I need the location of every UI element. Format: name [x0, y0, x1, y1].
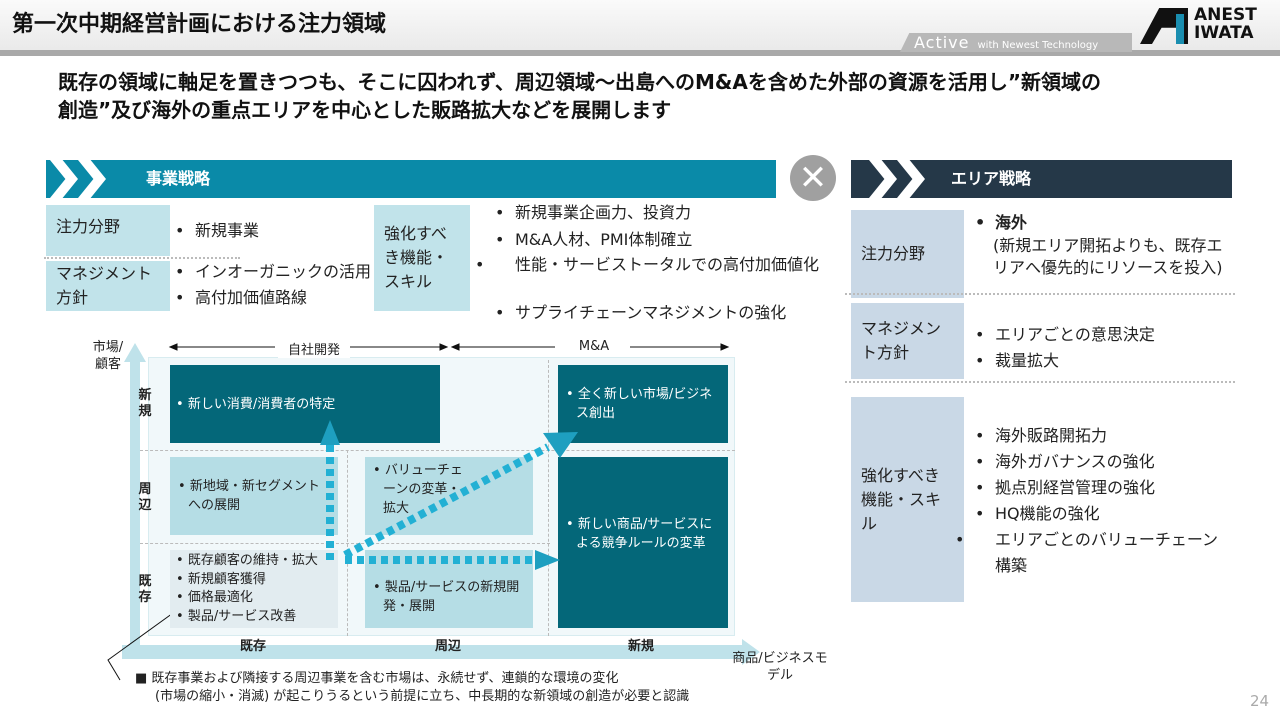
col-label-existing: 既存 [240, 639, 267, 654]
tagline-brand: Active [914, 33, 970, 52]
area-skill-item: エリアごとのバリューチェーン構築 [975, 527, 1225, 579]
top-right-label: M&A [560, 339, 628, 354]
col-label-new: 新規 [628, 639, 655, 654]
arrow-up-head [320, 420, 340, 445]
divider [44, 257, 240, 259]
divider [845, 381, 1235, 383]
footnote: ■ 既存事業および隣接する周辺事業を含む市場は、永続せず、連鎖的な環境の変化 (… [135, 670, 689, 706]
cell-existing-existing: • 既存顧客の維持・拡大 • 新規顧客獲得 • 価格最適化 • 製品/サービス改… [170, 550, 338, 628]
divider [845, 293, 1235, 295]
area-strategy-banner: エリア戦略 [851, 160, 1232, 198]
cell-adjacent-new: • 新しい商品/サービスによる競争ルールの変革 [558, 457, 728, 628]
business-skill-item: M&A人材、PMI体制確立 [495, 227, 692, 253]
footnote-line: (市場の縮小・消滅) が起こりうるという前提に立ち、中長期的な新領域の創造が必要… [155, 689, 690, 704]
business-skill-item: 性能・サービストータルでの高付加価値化 [495, 253, 825, 276]
area-skill-item: 拠点別経営管理の強化 [975, 475, 1230, 501]
row-label-adjacent: 周辺 [138, 482, 152, 513]
cell-new-new: • 全く新しい市場/ビジネス創出 [558, 365, 728, 443]
business-focus-label: 注力分野 [46, 205, 170, 256]
area-mgmt-item: エリアごとの意思決定 [975, 322, 1155, 348]
header-divider [0, 50, 1280, 56]
area-skill-item: 海外ガバナンスの強化 [975, 449, 1230, 475]
row-label-new: 新規 [138, 388, 152, 419]
area-mgmt-item: 裁量拡大 [975, 348, 1059, 374]
arrow-diagonal [343, 443, 550, 559]
top-left-label: 自社開発 [278, 339, 350, 358]
arrow-right-head [535, 550, 560, 570]
area-skill-list: 海外販路開拓力 海外ガバナンスの強化 拠点別経営管理の強化 HQ機能の強化 エリ… [975, 423, 1230, 579]
business-mgmt-item: 高付加価値路線 [175, 285, 307, 311]
list-item: • 価格最適化 [176, 590, 253, 605]
list-item: • 製品/サービス改善 [176, 608, 297, 624]
divider [347, 450, 348, 636]
footnote-leader-line [107, 607, 181, 681]
banner-title: エリア戦略 [951, 169, 1032, 188]
business-skill-label: 強化すべき機能・スキル [374, 205, 470, 311]
cross-icon: ✕ [790, 155, 836, 201]
area-skill-label: 強化すべき機能・スキル [851, 397, 964, 602]
business-strategy-banner: 事業戦略 [46, 160, 776, 198]
x-axis-arrow [122, 639, 760, 665]
business-skill-item: 新規事業企画力、投資力 [495, 200, 691, 226]
business-mgmt-item: インオーガニックの活用 [175, 259, 371, 285]
row-label-existing: 既存 [138, 574, 152, 605]
area-skill-item: 海外販路開拓力 [975, 423, 1230, 449]
col-label-adjacent: 周辺 [435, 639, 462, 654]
list-item: • 新規顧客獲得 [176, 571, 266, 587]
arrow-diagonal-head [543, 432, 578, 458]
area-focus-main: 海外 [975, 210, 1027, 236]
tagline: Active with Newest Technology [900, 33, 1132, 52]
business-skill-item: サプライチェーンマネジメントの強化 [495, 300, 786, 326]
tagline-text: with Newest Technology [977, 40, 1099, 51]
area-focus-label: 注力分野 [851, 210, 964, 298]
area-skill-item: HQ機能の強化 [975, 501, 1230, 527]
area-focus-note: (新規エリア開拓よりも、既存エリアへ優先的にリソースを投入) [993, 236, 1223, 277]
divider [140, 543, 550, 544]
divider [548, 360, 549, 636]
y-axis-arrow [124, 343, 146, 655]
cell-adjacent-existing: • 新地域・新セグメントへの展開 [170, 457, 338, 535]
page-title: 第一次中期経営計画における注力領域 [12, 12, 387, 37]
subtitle-line1: 既存の領域に軸足を置きつつも、そこに囚われず、周辺領域～出島へのM&Aを含めた外… [58, 70, 1101, 94]
footnote-line: ■ 既存事業および隣接する周辺事業を含む市場は、永続せず、連鎖的な環境の変化 [135, 671, 619, 686]
list-item: • 既存顧客の維持・拡大 [176, 553, 318, 568]
business-mgmt-label: マネジメント方針 [46, 261, 170, 311]
x-axis-label: 商品/ビジネスモデル [732, 651, 828, 683]
cell-new-existing: • 新しい消費/消費者の特定 [170, 365, 440, 443]
subtitle-line2: 創造”及び海外の重点エリアを中心とした販路拡大などを展開します [58, 98, 672, 122]
top-range-arrows [168, 343, 730, 351]
page-number: 24 [1250, 692, 1270, 710]
divider [140, 450, 735, 451]
business-focus-item: 新規事業 [175, 218, 259, 244]
banner-title: 事業戦略 [146, 169, 211, 188]
area-mgmt-label: マネジメント方針 [851, 303, 964, 379]
y-axis-label: 市場/顧客 [92, 340, 124, 372]
